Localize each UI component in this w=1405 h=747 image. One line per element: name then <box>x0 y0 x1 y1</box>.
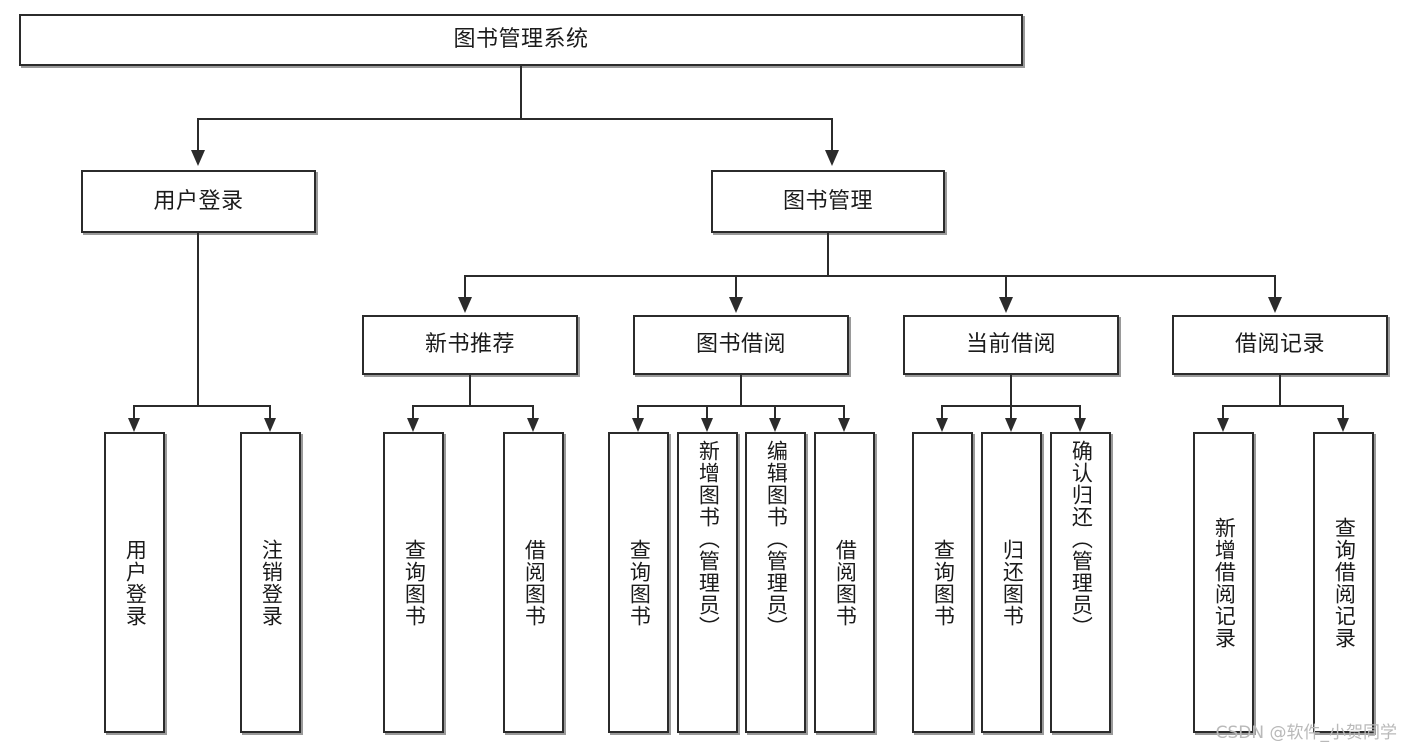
edge-book-borrow-to-leaf-2 <box>774 405 776 420</box>
edge-borrow-record-to-leaf-1 <box>1342 405 1344 420</box>
leaf-current-borrow-2[interactable]: 确认归还（管理员） <box>1050 432 1111 733</box>
leaf-new-book-1[interactable]: 借阅图书 <box>503 432 564 733</box>
edge-user-login-to-leaf-1 <box>269 405 271 420</box>
leaf-user-login-0[interactable]: 用户登录 <box>104 432 165 733</box>
edge-book-manage-to-level3-2 <box>1005 275 1007 299</box>
node-label: 图书管理系统 <box>453 27 589 53</box>
node-new-book-recommend[interactable]: 新书推荐 <box>362 315 578 375</box>
arrowhead-borrow-record-leaf-0 <box>1217 418 1229 432</box>
leaf-label: 查询图书 <box>402 538 427 627</box>
edge-current-borrow-to-leaf-0 <box>941 405 943 420</box>
arrowhead-level3-3 <box>1268 297 1282 313</box>
node-user-login[interactable]: 用户登录 <box>81 170 316 233</box>
arrowhead-current-borrow-leaf-0 <box>936 418 948 432</box>
leaf-label: 确认归还（管理员） <box>1069 440 1094 638</box>
edge-new-book-to-leaf-1 <box>532 405 534 420</box>
leaf-user-login-1[interactable]: 注销登录 <box>240 432 301 733</box>
arrowhead-level3-2 <box>999 297 1013 313</box>
edge-current-borrow-to-leaf-2 <box>1079 405 1081 420</box>
edge-book-manage-fan-bar <box>464 275 1276 277</box>
edge-borrow-record-stem <box>1279 375 1281 405</box>
arrowhead-book-borrow-leaf-1 <box>701 418 713 432</box>
leaf-borrow-record-1[interactable]: 查询借阅记录 <box>1313 432 1374 733</box>
edge-book-manage-to-level3-1 <box>735 275 737 299</box>
arrowhead-root-to-user-login <box>191 150 205 166</box>
edge-borrow-record-fan-bar <box>1222 405 1344 407</box>
arrowhead-current-borrow-leaf-2 <box>1074 418 1086 432</box>
arrowhead-new-book-leaf-1 <box>527 418 539 432</box>
arrowhead-borrow-record-leaf-1 <box>1337 418 1349 432</box>
edge-current-borrow-to-leaf-1 <box>1010 405 1012 420</box>
edge-root-to-user-login <box>197 118 199 152</box>
leaf-label: 归还图书 <box>1000 538 1025 627</box>
edge-new-book-stem <box>469 375 471 405</box>
leaf-book-borrow-0[interactable]: 查询图书 <box>608 432 669 733</box>
leaf-label: 注销登录 <box>259 538 284 627</box>
node-book-manage[interactable]: 图书管理 <box>711 170 945 233</box>
leaf-borrow-record-0[interactable]: 新增借阅记录 <box>1193 432 1254 733</box>
edge-book-borrow-to-leaf-1 <box>706 405 708 420</box>
arrowhead-book-borrow-leaf-2 <box>769 418 781 432</box>
edge-book-manage-stem <box>827 233 829 275</box>
arrowhead-user-login-leaf-0 <box>128 418 140 432</box>
arrowhead-root-to-book-manage <box>825 150 839 166</box>
node-label: 图书管理 <box>782 188 873 214</box>
node-book-borrow[interactable]: 图书借阅 <box>633 315 849 375</box>
edge-root-bar <box>197 118 833 120</box>
leaf-book-borrow-1[interactable]: 新增图书（管理员） <box>677 432 738 733</box>
edge-user-login-stem <box>197 233 199 405</box>
leaf-label: 用户登录 <box>123 538 148 627</box>
edge-user-login-fan-bar <box>133 405 270 407</box>
leaf-label: 查询借阅记录 <box>1332 516 1357 649</box>
arrowhead-level3-0 <box>458 297 472 313</box>
edge-book-borrow-to-leaf-3 <box>843 405 845 420</box>
node-label: 当前借阅 <box>965 332 1056 358</box>
watermark-text: CSDN @软件_小贺同学 <box>1215 723 1397 743</box>
arrowhead-level3-1 <box>729 297 743 313</box>
leaf-label: 新增图书（管理员） <box>696 440 721 638</box>
edge-user-login-to-leaf-0 <box>133 405 135 420</box>
node-label: 新书推荐 <box>424 332 515 358</box>
leaf-current-borrow-1[interactable]: 归还图书 <box>981 432 1042 733</box>
edge-new-book-to-leaf-0 <box>412 405 414 420</box>
edge-book-manage-to-level3-3 <box>1274 275 1276 299</box>
edge-root-to-book-manage <box>831 118 833 152</box>
node-borrow-record[interactable]: 借阅记录 <box>1172 315 1388 375</box>
leaf-book-borrow-2[interactable]: 编辑图书（管理员） <box>745 432 806 733</box>
arrowhead-user-login-leaf-1 <box>264 418 276 432</box>
leaf-label: 新增借阅记录 <box>1212 516 1237 649</box>
leaf-label: 查询图书 <box>627 538 652 627</box>
leaf-label: 借阅图书 <box>833 538 858 627</box>
node-current-borrow[interactable]: 当前借阅 <box>903 315 1119 375</box>
node-label: 用户登录 <box>153 188 244 214</box>
leaf-label: 编辑图书（管理员） <box>764 440 789 638</box>
arrowhead-new-book-leaf-0 <box>407 418 419 432</box>
node-root-system[interactable]: 图书管理系统 <box>19 14 1023 66</box>
arrowhead-book-borrow-leaf-0 <box>632 418 644 432</box>
leaf-new-book-0[interactable]: 查询图书 <box>383 432 444 733</box>
edge-book-manage-to-level3-0 <box>464 275 466 299</box>
arrowhead-book-borrow-leaf-3 <box>838 418 850 432</box>
leaf-book-borrow-3[interactable]: 借阅图书 <box>814 432 875 733</box>
edge-root-stem <box>520 66 522 118</box>
edge-borrow-record-to-leaf-0 <box>1222 405 1224 420</box>
leaf-current-borrow-0[interactable]: 查询图书 <box>912 432 973 733</box>
edge-new-book-fan-bar <box>412 405 534 407</box>
leaf-label: 查询图书 <box>931 538 956 627</box>
edge-book-borrow-to-leaf-0 <box>637 405 639 420</box>
arrowhead-current-borrow-leaf-1 <box>1005 418 1017 432</box>
node-label: 借阅记录 <box>1234 332 1325 358</box>
edge-book-borrow-fan-bar <box>637 405 845 407</box>
edge-book-borrow-stem <box>740 375 742 405</box>
edge-current-borrow-stem <box>1010 375 1012 405</box>
leaf-label: 借阅图书 <box>522 538 547 627</box>
node-label: 图书借阅 <box>695 332 786 358</box>
